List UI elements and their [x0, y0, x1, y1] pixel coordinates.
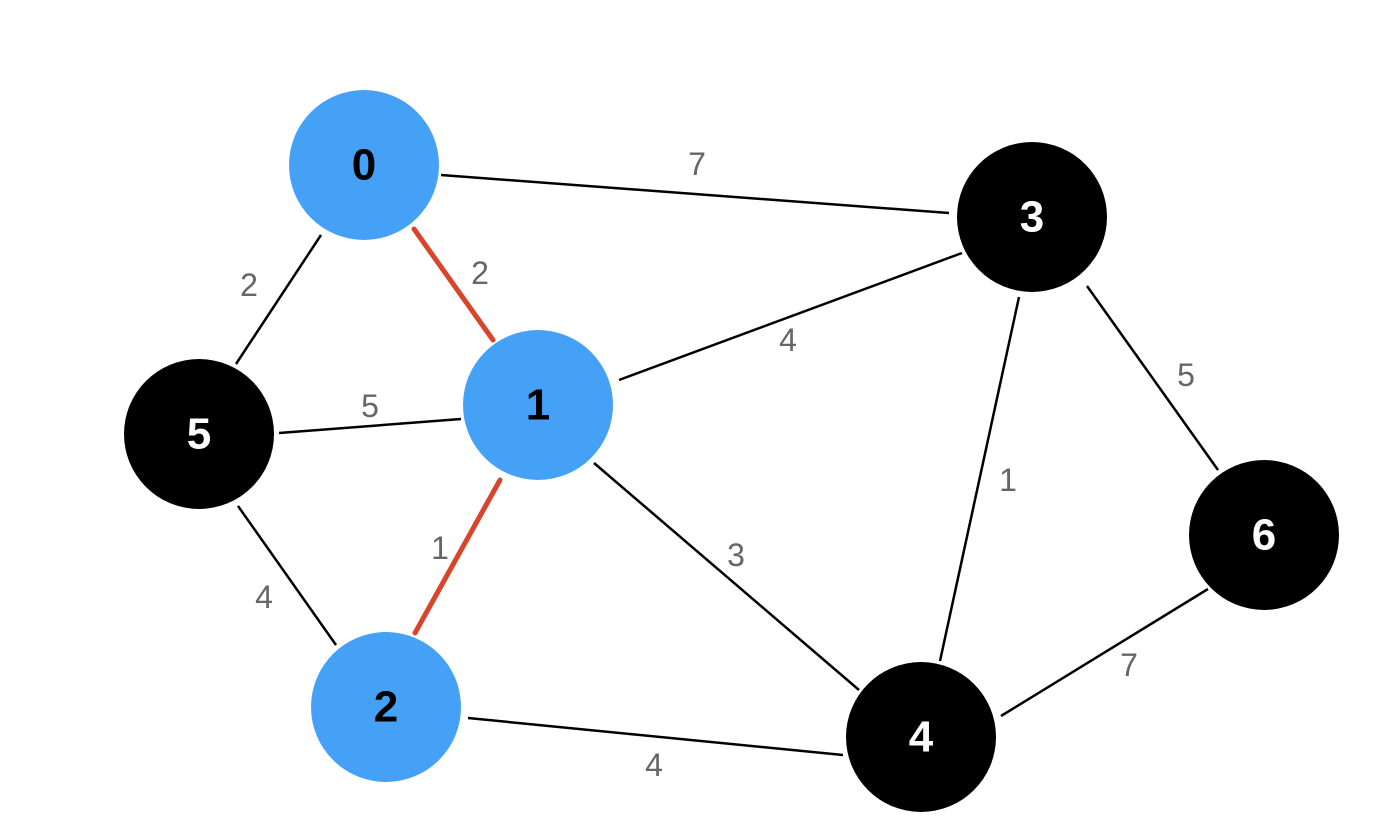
highlighted-edge-0-1 — [411, 226, 496, 343]
node-label-1: 1 — [526, 381, 550, 430]
edge-weight-3-6: 5 — [1177, 357, 1195, 393]
node-label-4: 4 — [909, 713, 934, 762]
edge-4-6 — [1000, 587, 1209, 718]
node-circle-1 — [463, 330, 613, 480]
edge-weight-1-2: 1 — [431, 530, 449, 566]
edge-weight-1-4: 3 — [727, 537, 745, 573]
edge-weight-1-5: 5 — [361, 388, 379, 424]
node-label-5: 5 — [187, 410, 211, 459]
node-circle-5 — [124, 359, 274, 509]
edge-0-3 — [440, 173, 950, 215]
node-1: 1 — [463, 330, 613, 480]
node-circle-2 — [311, 632, 461, 782]
highlighted-edge-1-2 — [412, 477, 503, 636]
node-4: 4 — [846, 662, 996, 812]
node-circle-0 — [289, 90, 439, 240]
edge-weight-3-4: 1 — [999, 462, 1017, 498]
edge-1-4 — [593, 462, 860, 691]
node-2: 2 — [311, 632, 461, 782]
node-3: 3 — [957, 142, 1107, 292]
edge-1-3 — [618, 251, 963, 382]
edge-2-4 — [467, 716, 844, 757]
edges-layer — [234, 173, 1220, 757]
node-6: 6 — [1189, 460, 1339, 610]
edge-weight-0-5: 2 — [240, 267, 258, 303]
edge-weight-5-2: 4 — [255, 579, 273, 615]
node-circle-6 — [1189, 460, 1339, 610]
edge-5-2 — [236, 505, 338, 646]
node-circle-4 — [846, 662, 996, 812]
edge-0-5 — [234, 234, 323, 365]
edge-weight-0-1: 2 — [471, 255, 489, 291]
weights-layer: 7 2 2 4 5 1 3 1 5 4 4 7 — [240, 146, 1195, 783]
node-0: 0 — [289, 90, 439, 240]
edge-3-6 — [1085, 285, 1220, 471]
nodes-layer: 0 1 2 3 4 5 6 — [124, 90, 1339, 812]
node-label-3: 3 — [1020, 193, 1044, 242]
edge-weight-2-4: 4 — [645, 747, 663, 783]
edge-3-4 — [938, 296, 1021, 662]
node-5: 5 — [124, 359, 274, 509]
edge-weight-4-6: 7 — [1120, 647, 1138, 683]
node-label-0: 0 — [352, 141, 376, 190]
edge-weight-1-3: 4 — [779, 322, 797, 358]
node-circle-3 — [957, 142, 1107, 292]
edge-weight-0-3: 7 — [688, 146, 706, 182]
node-label-2: 2 — [374, 683, 398, 732]
edge-1-5 — [278, 417, 462, 435]
node-label-6: 6 — [1252, 511, 1276, 560]
